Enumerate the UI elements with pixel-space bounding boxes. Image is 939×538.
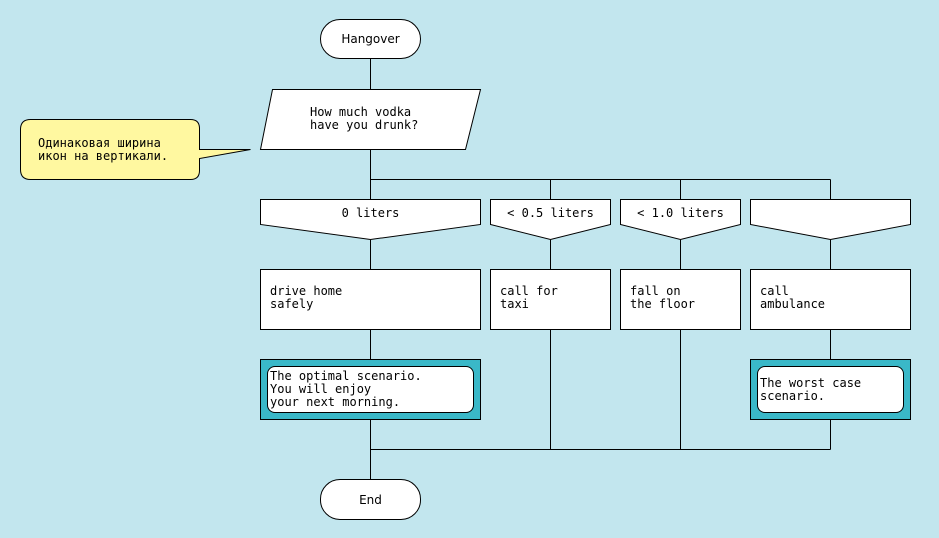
case-condition-1[interactable]: 0 liters bbox=[260, 200, 481, 225]
comment-worst[interactable]: The worst case scenario. bbox=[750, 359, 911, 420]
callout-bubble bbox=[20, 119, 251, 180]
callout-text: Одинаковая ширина икон на вертикали. bbox=[38, 136, 169, 163]
question-shape bbox=[259, 89, 482, 150]
case-shape-3 bbox=[620, 199, 741, 241]
case-condition-3[interactable]: < 1.0 liters bbox=[620, 200, 741, 225]
action-call-taxi[interactable]: call for taxi bbox=[490, 269, 611, 330]
case-shape-4 bbox=[750, 199, 911, 241]
start-terminal[interactable]: Hangover bbox=[320, 19, 421, 59]
case-condition-label: < 0.5 liters bbox=[507, 205, 594, 220]
action-fall-on-floor[interactable]: fall on the floor bbox=[620, 269, 741, 330]
case-shape-2 bbox=[490, 199, 611, 241]
comment-optimal-text: The optimal scenario. You will enjoy you… bbox=[267, 366, 474, 413]
action-call-ambulance[interactable]: call ambulance bbox=[750, 269, 911, 330]
end-terminal[interactable]: End bbox=[320, 479, 421, 520]
end-label: End bbox=[359, 492, 382, 507]
case-condition-2[interactable]: < 0.5 liters bbox=[490, 200, 611, 225]
case-condition-4[interactable] bbox=[750, 200, 911, 225]
question-label: How much vodka have you drunk? bbox=[310, 105, 419, 132]
case-condition-label: < 1.0 liters bbox=[637, 205, 724, 220]
comment-worst-text: The worst case scenario. bbox=[757, 366, 904, 413]
case-condition-label: 0 liters bbox=[341, 205, 400, 220]
start-label: Hangover bbox=[341, 32, 400, 46]
comment-optimal[interactable]: The optimal scenario. You will enjoy you… bbox=[260, 359, 481, 420]
action-drive-home[interactable]: drive home safely bbox=[260, 269, 481, 330]
case-shape-1 bbox=[260, 199, 481, 241]
